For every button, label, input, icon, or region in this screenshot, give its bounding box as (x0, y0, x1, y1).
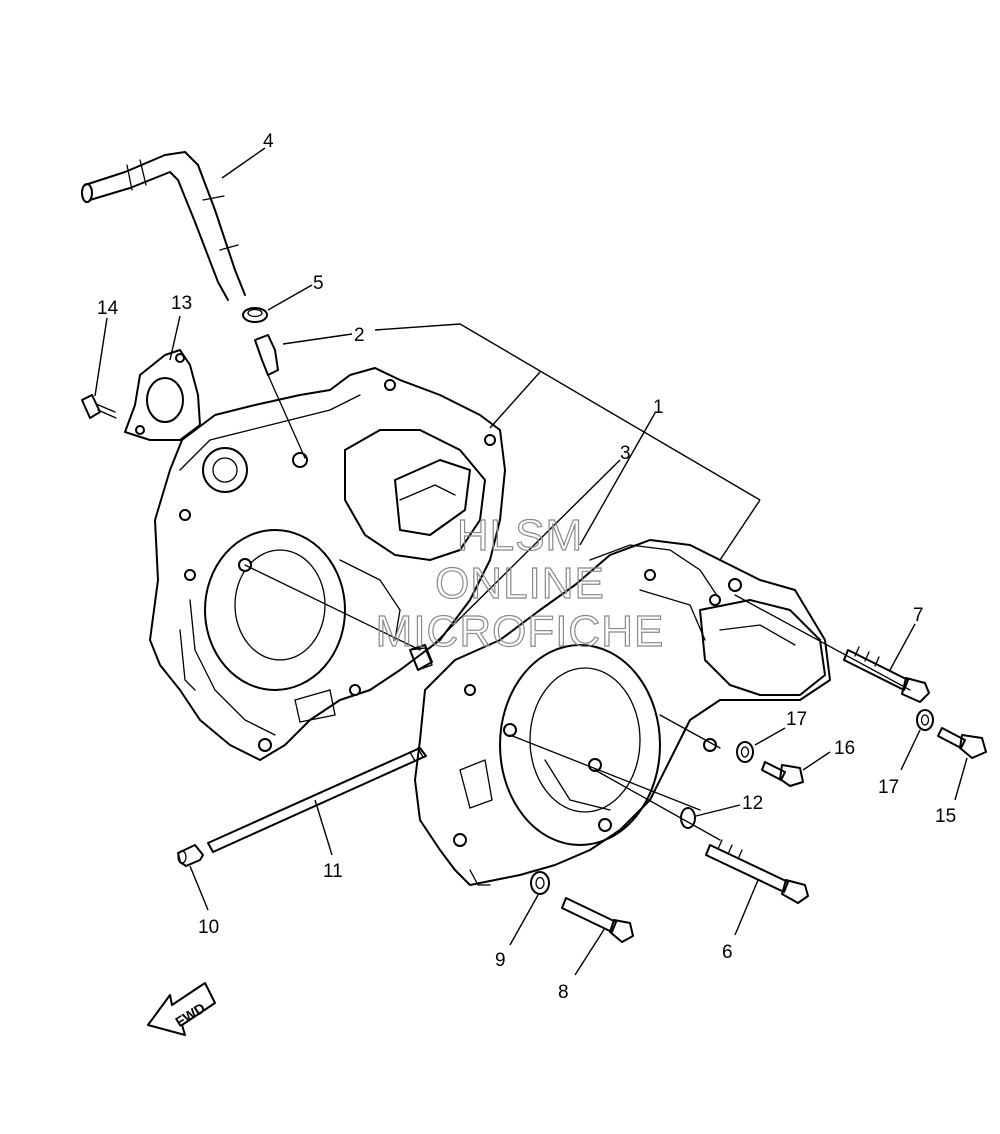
part-4-breather-hose (81, 151, 246, 301)
part-7-bolt (843, 646, 930, 703)
part-16-bolt (761, 761, 804, 787)
callout-labels: 1 2 3 4 5 6 7 8 9 10 11 12 13 14 15 16 1… (97, 131, 956, 1003)
callout-11: 11 (323, 861, 343, 882)
watermark: HLSM ONLINE MICROFICHE (375, 510, 665, 656)
callout-17b: 17 (878, 777, 899, 798)
part-15-bolt (937, 727, 987, 759)
part-17-washer-b (916, 709, 934, 731)
part-14-bolt (81, 394, 117, 419)
left-crankcase-half (149, 367, 506, 761)
part-11-stud (207, 747, 427, 853)
alignment-lines (244, 564, 911, 841)
watermark-line-2: ONLINE (435, 559, 605, 608)
arrow-left-icon (147, 982, 216, 1036)
callout-9: 9 (495, 950, 506, 971)
right-crankcase-half (414, 539, 831, 886)
fwd-label: FWD (172, 999, 208, 1029)
part-3-dowel (409, 644, 433, 671)
part-2-fitting (254, 334, 306, 459)
callout-17a: 17 (786, 709, 807, 730)
callout-15: 15 (935, 806, 956, 827)
callout-14: 14 (97, 298, 119, 319)
part-17-washer-a (736, 741, 754, 763)
callout-1: 1 (653, 397, 664, 418)
callout-5: 5 (313, 273, 324, 294)
callout-8: 8 (558, 982, 569, 1003)
part-6-bolt (705, 839, 809, 904)
part-12-o-ring (680, 807, 696, 829)
part-10-dowel (177, 844, 204, 867)
part-13-gasket (124, 349, 201, 441)
leader-lines (94, 147, 968, 976)
watermark-line-3: MICROFICHE (376, 607, 665, 656)
part-8-bolt (561, 897, 634, 943)
part-5-hose-clamp (242, 307, 268, 323)
callout-3: 3 (620, 443, 631, 464)
callout-10: 10 (198, 917, 219, 938)
callout-6: 6 (722, 942, 733, 963)
callout-13: 13 (171, 293, 192, 314)
fwd-direction-arrow: FWD (147, 982, 216, 1036)
callout-12: 12 (742, 793, 763, 814)
callout-16: 16 (834, 738, 855, 759)
callout-7: 7 (913, 605, 924, 626)
callout-2: 2 (354, 325, 365, 346)
callout-4: 4 (263, 131, 274, 152)
watermark-line-1: HLSM (457, 511, 583, 560)
part-9-washer (530, 871, 550, 895)
